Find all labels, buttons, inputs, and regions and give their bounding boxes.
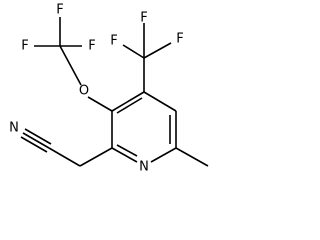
triple-bond-line-3: [20, 136, 48, 153]
bond-o-cf3: [59, 45, 82, 86]
bond-c4-c5: [143, 91, 177, 112]
pyridine-ring: [111, 91, 177, 163]
bond-c3-o: [87, 96, 113, 112]
trifluoromethyl-group: F F F: [110, 11, 184, 92]
atom-f-cf3-right: F: [176, 32, 183, 47]
bond-c2-ch2: [79, 147, 113, 167]
bond-c3-c4-inner: [116, 97, 143, 114]
bond-c3-c4: [111, 91, 145, 112]
atom-f-cf3-left: F: [110, 34, 117, 49]
atom-f-ocf3-left: F: [21, 39, 28, 54]
atom-n-ring: N: [139, 160, 149, 175]
atom-o: O: [79, 84, 89, 99]
trifluoromethoxy-group: O F F F: [21, 3, 113, 112]
bond-cf3-f-right: [143, 42, 172, 59]
atom-f-cf3-top: F: [140, 11, 147, 26]
atom-f-ocf3-right: F: [88, 39, 95, 54]
bond-n-c2-inner: [116, 144, 138, 157]
bond-cf3-f-left: [122, 44, 145, 59]
bond-c6-n: [150, 147, 177, 163]
bond-n-c2: [111, 147, 138, 163]
bond-ch2-cn: [48, 147, 81, 167]
chemical-structure: F F F O F F F N N: [9, 3, 209, 175]
triple-bond-line-2: [24, 128, 52, 145]
triple-bond-line-1: [22, 132, 50, 149]
methyl-bond: [175, 147, 209, 167]
atom-f-ocf3-top: F: [56, 3, 63, 18]
atom-n-nitrile: N: [9, 121, 19, 136]
cyanomethyl-group: N: [9, 121, 113, 167]
